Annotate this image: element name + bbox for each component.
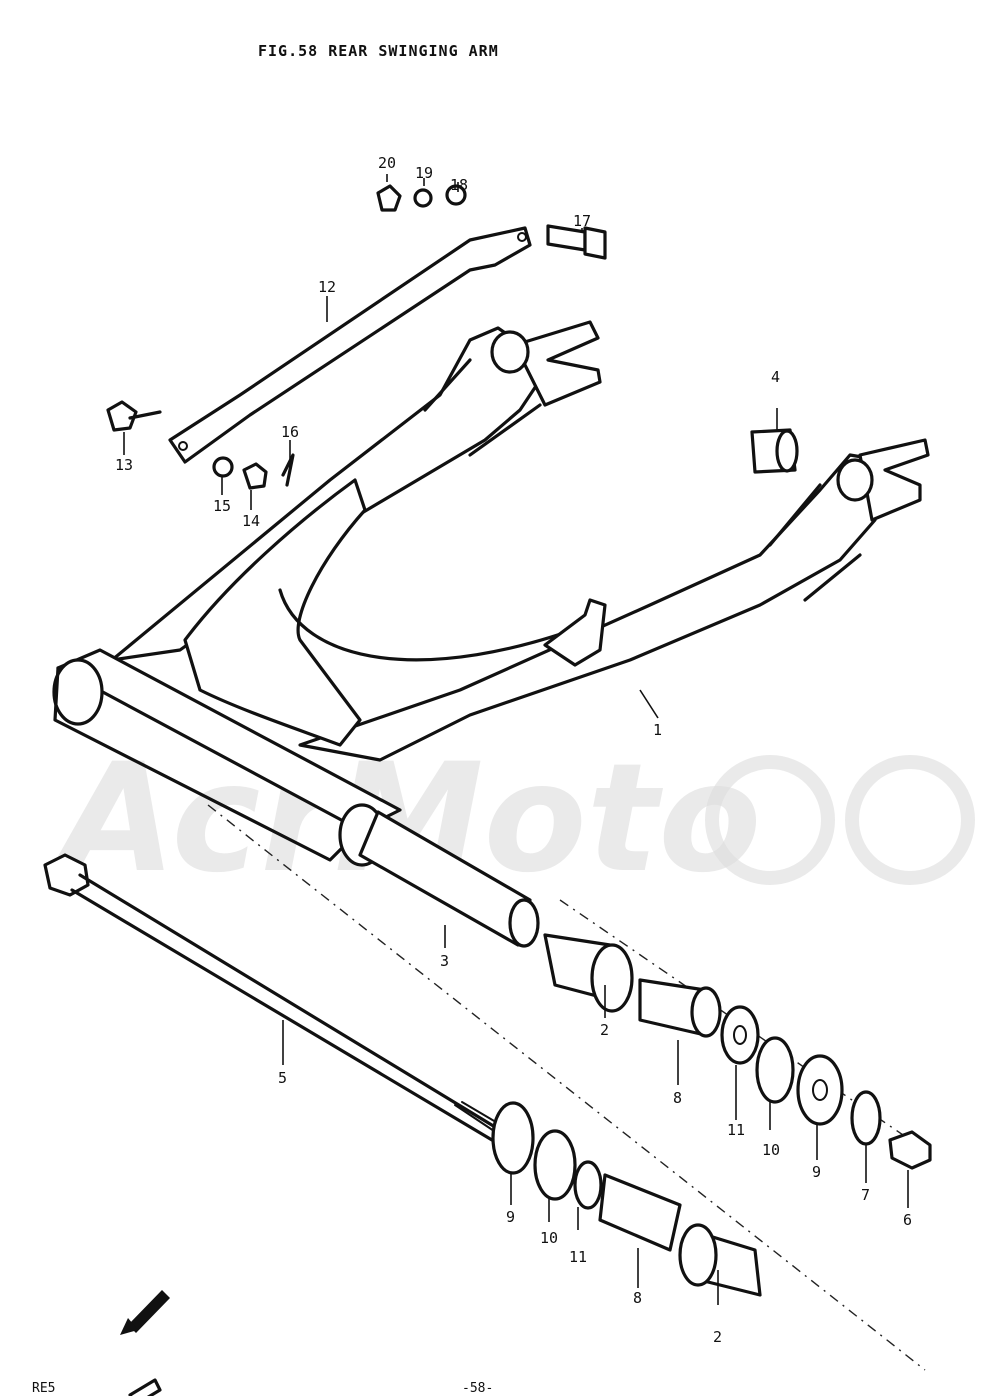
watermark: AcrMoto [50,732,975,906]
callout-2: 2 [600,1021,609,1039]
right-bearing-stack [543,933,932,1170]
torque-link [168,226,532,464]
watermark-wheel-icon [705,755,835,885]
callout-2: 2 [713,1328,722,1346]
callout-16: 16 [281,423,299,441]
callout-1: 1 [653,721,662,739]
callout-14: 14 [242,512,260,530]
front-direction-arrow-icon [120,1290,170,1335]
figure-title: FIG.58 REAR SWINGING ARM [258,42,499,60]
callout-18: 18 [450,176,468,194]
callout-9: 9 [812,1163,821,1181]
callout-5: 5 [278,1069,287,1087]
callout-10: 10 [540,1229,558,1247]
small-hardware [106,184,607,1396]
watermark-wheel-icon [845,755,975,885]
callout-labels: 1 2 2 3 4 5 6 7 8 8 9 9 10 10 11 11 12 1… [115,154,912,1346]
callout-11: 11 [569,1248,587,1266]
callout-7: 7 [861,1186,870,1204]
cushion [750,428,799,474]
callout-4: 4 [771,368,780,386]
leader-lines [123,174,909,1305]
callout-8: 8 [633,1289,642,1307]
callout-10: 10 [762,1141,780,1159]
callout-11: 11 [727,1121,745,1139]
model-code: RE5 [32,1381,55,1396]
callout-13: 13 [115,456,133,474]
callout-17: 17 [573,212,591,230]
callout-15: 15 [213,497,231,515]
left-bearing-stack [491,1101,762,1297]
spacer-tube [358,810,540,948]
callout-3: 3 [440,952,449,970]
swinging-arm [52,320,930,867]
pivot-shaft [43,853,507,1142]
callout-12: 12 [318,278,336,296]
axis-centerline [207,804,926,1371]
page-number: -58- [462,1381,493,1396]
callout-6: 6 [903,1211,912,1229]
callout-19: 19 [415,164,433,182]
callout-20: 20 [378,154,396,172]
callout-8: 8 [673,1089,682,1107]
callout-9: 9 [506,1208,515,1226]
